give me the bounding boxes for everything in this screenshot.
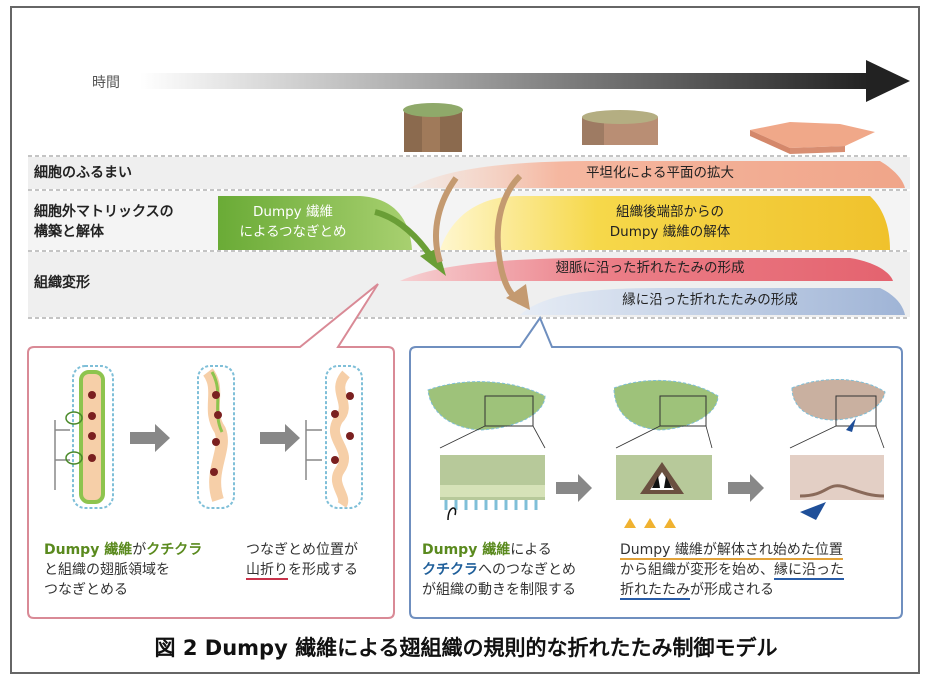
vein-anchor-illustration-2: [197, 365, 235, 509]
flattening-band: [410, 161, 905, 188]
right-caption-2: Dumpy 繊維が解体され始めた位置 から組織が変形を始め、縁に沿った 折れたた…: [620, 540, 896, 600]
band-margin-folds-label: 縁に沿った折れたたみの形成: [622, 292, 798, 308]
caption-connector: を形成する: [288, 562, 358, 578]
dumpy-band: [218, 196, 412, 250]
margin-fold-band: [520, 288, 905, 315]
caption-dumpy-term: Dumpy 繊維: [422, 542, 511, 558]
right-caption-1: Dumpy 繊維による クチクラへのつなぎとめ が組織の動きを制限する: [422, 540, 612, 600]
left-caption-2: つなぎとめ位置が 山折りを形成する: [246, 540, 386, 580]
time-label: 時間: [92, 75, 120, 91]
caption-line: が組織の動きを制限する: [422, 582, 576, 598]
right-arrow-icon: [130, 424, 170, 452]
medium-cells-icon: [582, 110, 658, 145]
band-disassembly-label-line1: 組織後端部からの: [616, 204, 724, 220]
time-arrow: [140, 60, 910, 102]
transition-arrows: [374, 173, 530, 310]
row-label-tissue-deformation: 組織変形: [34, 275, 90, 291]
right-arrow-icon: [260, 424, 300, 452]
caption-mountain-fold-term: 山折り: [246, 562, 288, 580]
row-label-ecm-line1: 細胞外マトリックスの: [34, 204, 174, 220]
band-disassembly-label-line2: Dumpy 繊維の解体: [609, 224, 731, 240]
caption-margin-term: 縁に沿った: [774, 562, 844, 580]
wing-folding-illustration: [613, 380, 719, 528]
right-arrow-icon: [728, 474, 764, 502]
left-caption-1: Dumpy 繊維がクチクラ と組織の翅脈領域を つなぎとめる: [44, 540, 244, 600]
caption-connector: が: [132, 542, 147, 558]
caption-dumpy-term: Dumpy 繊維: [44, 542, 133, 558]
caption-connector: から組織が変形を始め、: [620, 562, 774, 578]
caption-connector: へのつなぎとめ: [478, 562, 576, 578]
caption-cuticle-term: クチクラ: [146, 542, 203, 558]
caption-line: つなぎとめ位置が: [246, 542, 358, 558]
band-flattening-label: 平坦化による平面の拡大: [585, 165, 735, 181]
caption-connector: が形成される: [690, 582, 774, 598]
left-panel: [27, 283, 395, 619]
band-dumpy-label-line2: によるつなぎとめ: [239, 224, 347, 240]
wing-folded-illustration: [789, 378, 886, 520]
band-vein-folds-label: 翅脈に沿った折れたたみの形成: [555, 260, 745, 276]
caption-disassembly-start-term: Dumpy 繊維が解体され始めた位置: [620, 542, 843, 560]
flat-cells-icon: [750, 122, 875, 154]
row-label-cell-behavior: 細胞のふるまい: [34, 165, 132, 181]
row-separators: [28, 155, 910, 319]
band-dumpy-label-line1: Dumpy 繊維: [253, 204, 333, 220]
right-arrow-icon: [556, 474, 592, 502]
wing-flat-illustration: [427, 381, 546, 521]
caption-cuticle-term: クチクラ: [422, 562, 478, 578]
vein-anchor-illustration-3: [305, 365, 363, 509]
disassembly-band: [440, 196, 890, 250]
figure-frame: [10, 6, 920, 674]
vein-anchor-illustration-1: [54, 365, 114, 509]
caption-connector: による: [510, 542, 552, 558]
figure-title: 図 2 Dumpy 繊維による翅組織の規則的な折れたたみ制御モデル: [154, 636, 778, 660]
vein-fold-band: [400, 258, 893, 281]
tall-cells-icon: [403, 103, 463, 152]
row-label-ecm-line2: 構築と解体: [34, 224, 104, 240]
caption-line: と組織の翅脈領域を: [44, 562, 170, 578]
caption-line: つなぎとめる: [44, 582, 128, 598]
caption-fold-term: 折れたたみ: [620, 582, 690, 600]
